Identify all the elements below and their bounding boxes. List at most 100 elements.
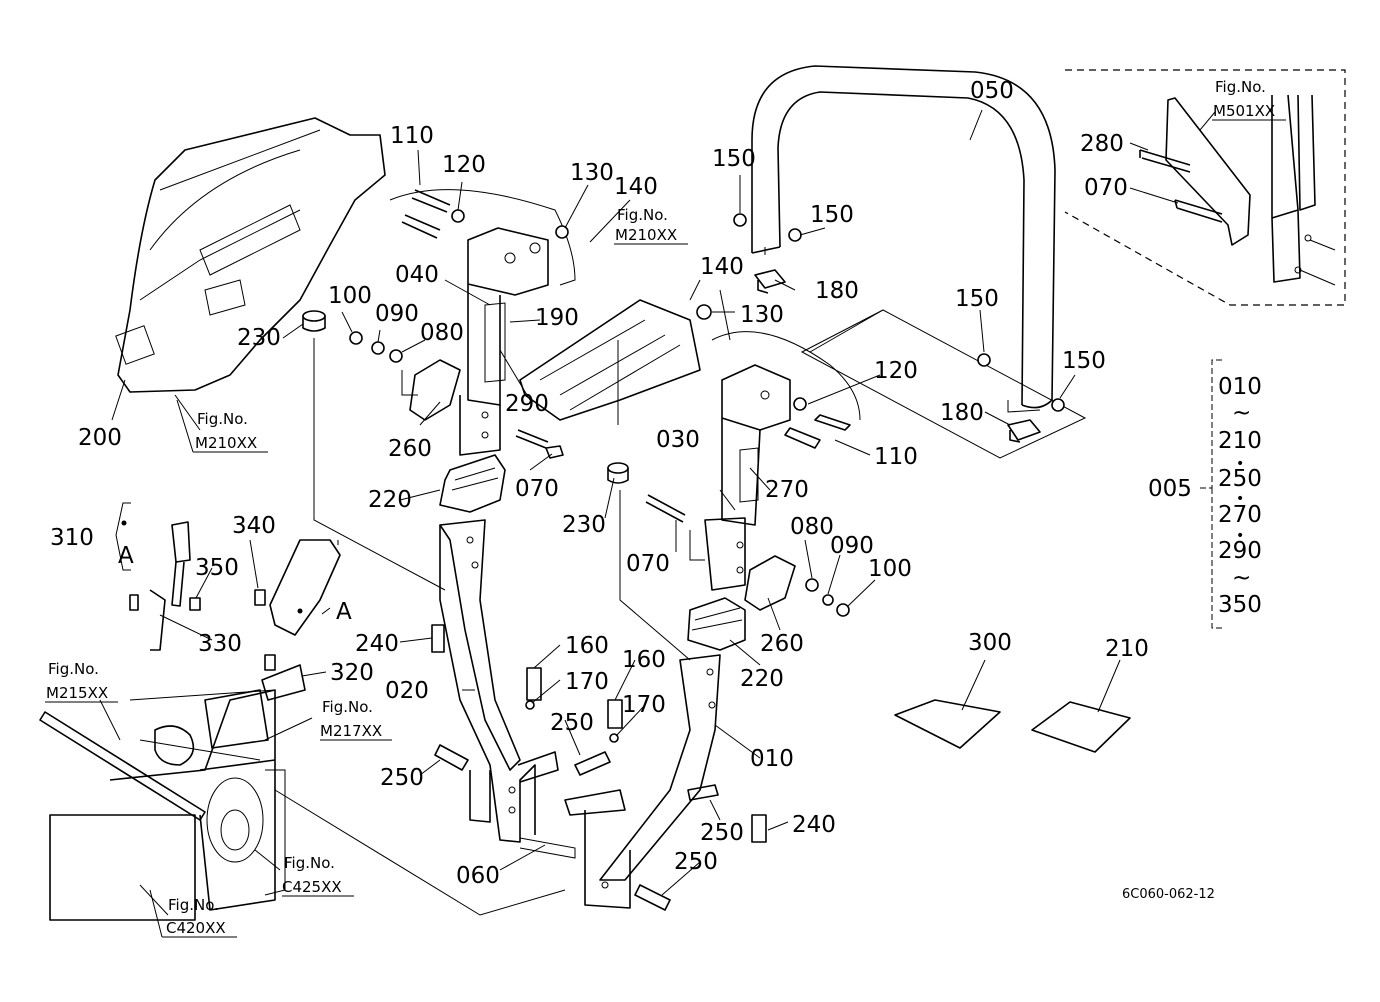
kit-item: • <box>1236 456 1244 472</box>
kit-item: • <box>1236 528 1244 544</box>
callout-320: 320 <box>330 660 374 686</box>
callout-A: A <box>336 599 352 625</box>
cushion-230-left <box>302 310 326 332</box>
callout-150: 150 <box>712 146 756 172</box>
fig-ref: M217XX <box>320 722 382 740</box>
callout-120: 120 <box>874 358 918 384</box>
callout-080: 080 <box>790 514 834 540</box>
callout-040: 040 <box>395 262 439 288</box>
callout-090: 090 <box>375 301 419 327</box>
bolt-160-b <box>607 699 623 729</box>
callout-080: 080 <box>420 320 464 346</box>
callout-110: 110 <box>874 444 918 470</box>
bolt-250-a <box>434 744 469 771</box>
seat-plate <box>519 299 701 421</box>
callout-130: 130 <box>740 302 784 328</box>
fig-ref: Fig.No. <box>197 410 248 428</box>
kit-item: 270 <box>1218 502 1262 528</box>
callout-260: 260 <box>760 631 804 657</box>
callout-160: 160 <box>565 633 609 659</box>
bolt-110-right <box>784 414 851 449</box>
left-lower-frame <box>439 519 576 859</box>
fig-ref: M210XX <box>195 434 257 452</box>
callout-230: 230 <box>237 325 281 351</box>
right-bolt <box>645 494 686 523</box>
callout-140: 140 <box>700 254 744 280</box>
left-rops-post <box>389 189 576 456</box>
callout-250: 250 <box>674 849 718 875</box>
bolt-250-d <box>634 884 671 911</box>
fig-ref: M501XX <box>1213 102 1275 120</box>
callout-290: 290 <box>505 391 549 417</box>
fig-ref: Fig.No. <box>48 660 99 678</box>
inset-border <box>1064 69 1346 306</box>
kit-item: 010 <box>1218 374 1262 400</box>
callout-330: 330 <box>198 631 242 657</box>
cap-180-b <box>1007 419 1041 443</box>
inset-bracket <box>1139 94 1336 286</box>
drawing-code: 6C060-062-12 <box>1122 887 1215 902</box>
callout-070: 070 <box>515 476 559 502</box>
fig-ref: M210XX <box>615 226 677 244</box>
callout-140: 140 <box>614 174 658 200</box>
callout-180: 180 <box>815 278 859 304</box>
kit-item: 350 <box>1218 592 1262 618</box>
callout-190: 190 <box>535 305 579 331</box>
right-plate <box>744 555 796 611</box>
bracket-310 <box>115 502 131 571</box>
callout-250: 250 <box>550 710 594 736</box>
callout-310: 310 <box>50 525 94 551</box>
kit-item: ~ <box>1232 400 1251 426</box>
kit-item: ~ <box>1232 565 1251 591</box>
callout-280: 280 <box>1080 131 1124 157</box>
callout-150: 150 <box>1062 348 1106 374</box>
kit-item: 210 <box>1218 428 1262 454</box>
callout-130: 130 <box>570 160 614 186</box>
callout-250: 250 <box>380 765 424 791</box>
kit-list: 005 010 ~ 210 • 250 • 270 • 290 ~ 350 <box>1148 374 1262 618</box>
cushion-230-right <box>607 462 629 484</box>
callout-230: 230 <box>562 512 606 538</box>
bolt-250-b <box>574 751 611 776</box>
callout-050: 050 <box>970 78 1014 104</box>
callout-250: 250 <box>700 820 744 846</box>
callout-010: 010 <box>750 746 794 772</box>
callout-100: 100 <box>868 556 912 582</box>
sheet-300 <box>894 699 1001 749</box>
kit-item: 250 <box>1218 466 1262 492</box>
sheet-210 <box>1031 701 1131 753</box>
callout-160: 160 <box>622 647 666 673</box>
fig-ref: Fig.No. <box>168 896 219 914</box>
fig-ref: Fig.No. <box>1215 78 1266 96</box>
callout-240: 240 <box>792 812 836 838</box>
kit-item: 290 <box>1218 538 1262 564</box>
callout-220: 220 <box>368 487 412 513</box>
fig-ref: M215XX <box>46 684 108 702</box>
figure-references: Fig.No. M501XX Fig.No. M210XX Fig.No. M2… <box>46 78 1275 937</box>
fig-ref: C425XX <box>282 878 342 896</box>
callout-270: 270 <box>765 477 809 503</box>
callout-350: 350 <box>195 555 239 581</box>
callout-240: 240 <box>355 631 399 657</box>
fig-ref: Fig.No. <box>284 854 335 872</box>
callout-060: 060 <box>456 863 500 889</box>
callout-210: 210 <box>1105 636 1149 662</box>
bolt-160-a <box>526 667 542 701</box>
fig-ref: Fig.No. <box>322 698 373 716</box>
kit-bracket <box>1200 359 1222 629</box>
callout-A: A <box>118 543 134 569</box>
lever-assembly <box>129 521 341 701</box>
callout-170: 170 <box>565 669 609 695</box>
cap-180-a <box>754 269 786 294</box>
callout-020: 020 <box>385 678 429 704</box>
callout-300: 300 <box>968 630 1012 656</box>
kit-item: • <box>1236 491 1244 507</box>
callout-100: 100 <box>328 283 372 309</box>
callout-220: 220 <box>740 666 784 692</box>
callout-180: 180 <box>940 400 984 426</box>
fender <box>115 117 386 393</box>
bolt-240-left <box>431 624 445 653</box>
bolt-250-c <box>687 784 719 801</box>
right-boot <box>687 597 746 651</box>
